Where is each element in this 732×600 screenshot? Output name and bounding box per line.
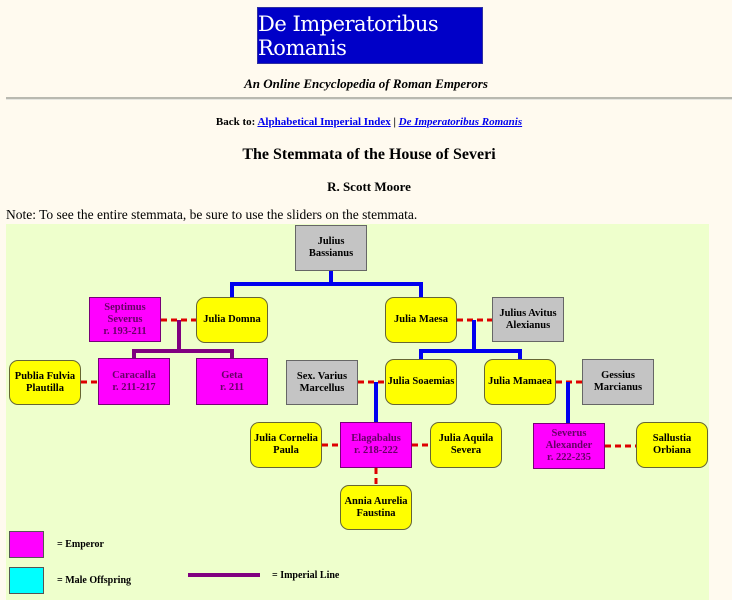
legend-male-offspring-swatch	[9, 567, 44, 594]
node-name-2: Alexander	[545, 440, 593, 451]
node-reign: r. 222-235	[547, 452, 591, 463]
node-name: Julia Cornelia	[254, 433, 318, 444]
node-name: Annia Aurelia	[344, 495, 408, 507]
node-reign: r. 193-211	[103, 325, 147, 337]
node-name: Geta	[221, 369, 243, 381]
node-name-2: Alexianus	[505, 319, 551, 331]
legend-male-offspring-label: = Male Offspring	[57, 575, 132, 586]
node-name: Julia Mamaea	[488, 376, 552, 387]
node-name-2: Plautilla	[26, 382, 64, 394]
node-name: Julius Avitus	[499, 307, 557, 319]
legend-emperor-swatch	[9, 531, 44, 558]
node-name-2: Severus	[107, 313, 143, 325]
node-name-2: Marcianus	[593, 382, 643, 393]
nav-separator: |	[393, 116, 396, 128]
node-name: Publia Fulvia	[14, 370, 76, 382]
stemma-panel[interactable]	[6, 224, 709, 600]
node-name: Julia Soaemias	[387, 376, 455, 387]
legend-emperor-label: = Emperor	[57, 539, 104, 550]
legend-imperial-line-label: = Imperial Line	[272, 570, 340, 581]
page-title: The Stemmata of the House of Severi	[242, 146, 496, 163]
node-name-2: Marcellus	[299, 382, 345, 394]
node-julia-maesa: Julia Maesa	[385, 297, 457, 343]
site-subtitle: An Online Encyclopedia of Roman Emperors	[244, 76, 488, 91]
node-name: Julia Aquila	[438, 433, 494, 444]
node-reign: r. 211-217	[112, 381, 156, 393]
node-name: Sallustia	[652, 433, 692, 444]
node-julia-mamaea: Julia Mamaea	[484, 359, 556, 405]
node-name-2: Paula	[273, 445, 299, 456]
node-name: Elagabalus	[351, 433, 401, 444]
node-name: Severus	[551, 428, 587, 439]
node-reign: r. 211	[219, 381, 245, 393]
node-julia-domna: Julia Domna	[196, 297, 268, 343]
node-name-2: Orbiana	[653, 445, 691, 456]
node-name: Sex. Varius	[296, 370, 348, 382]
node-name: Caracalla	[112, 369, 156, 381]
slider-note: Note: To see the entire stemmata, be sur…	[6, 207, 418, 222]
page-author: R. Scott Moore	[327, 179, 411, 194]
alphabetical-index-link[interactable]: Alphabetical Imperial Index	[257, 116, 391, 128]
home-link[interactable]: De Imperatoribus Romanis	[398, 116, 523, 128]
node-name: Gessius	[601, 370, 635, 381]
node-name-2: Severa	[450, 445, 482, 456]
node-name-2: Faustina	[356, 507, 396, 519]
node-name: Septimus	[104, 301, 146, 313]
node-reign: r. 218-222	[354, 445, 398, 456]
node-name: Julius	[317, 236, 345, 247]
node-name: Julia Domna	[203, 314, 261, 325]
node-name-2: Bassianus	[308, 248, 354, 259]
node-julia-soaemias: Julia Soaemias	[385, 359, 457, 405]
back-to-label: Back to:	[215, 116, 256, 128]
breadcrumb: Back to: Alphabetical Imperial Index | D…	[0, 116, 732, 128]
site-banner[interactable]: De Imperatoribus Romanis	[257, 7, 483, 64]
horizontal-rule	[6, 97, 732, 100]
node-name: Julia Maesa	[394, 314, 448, 325]
